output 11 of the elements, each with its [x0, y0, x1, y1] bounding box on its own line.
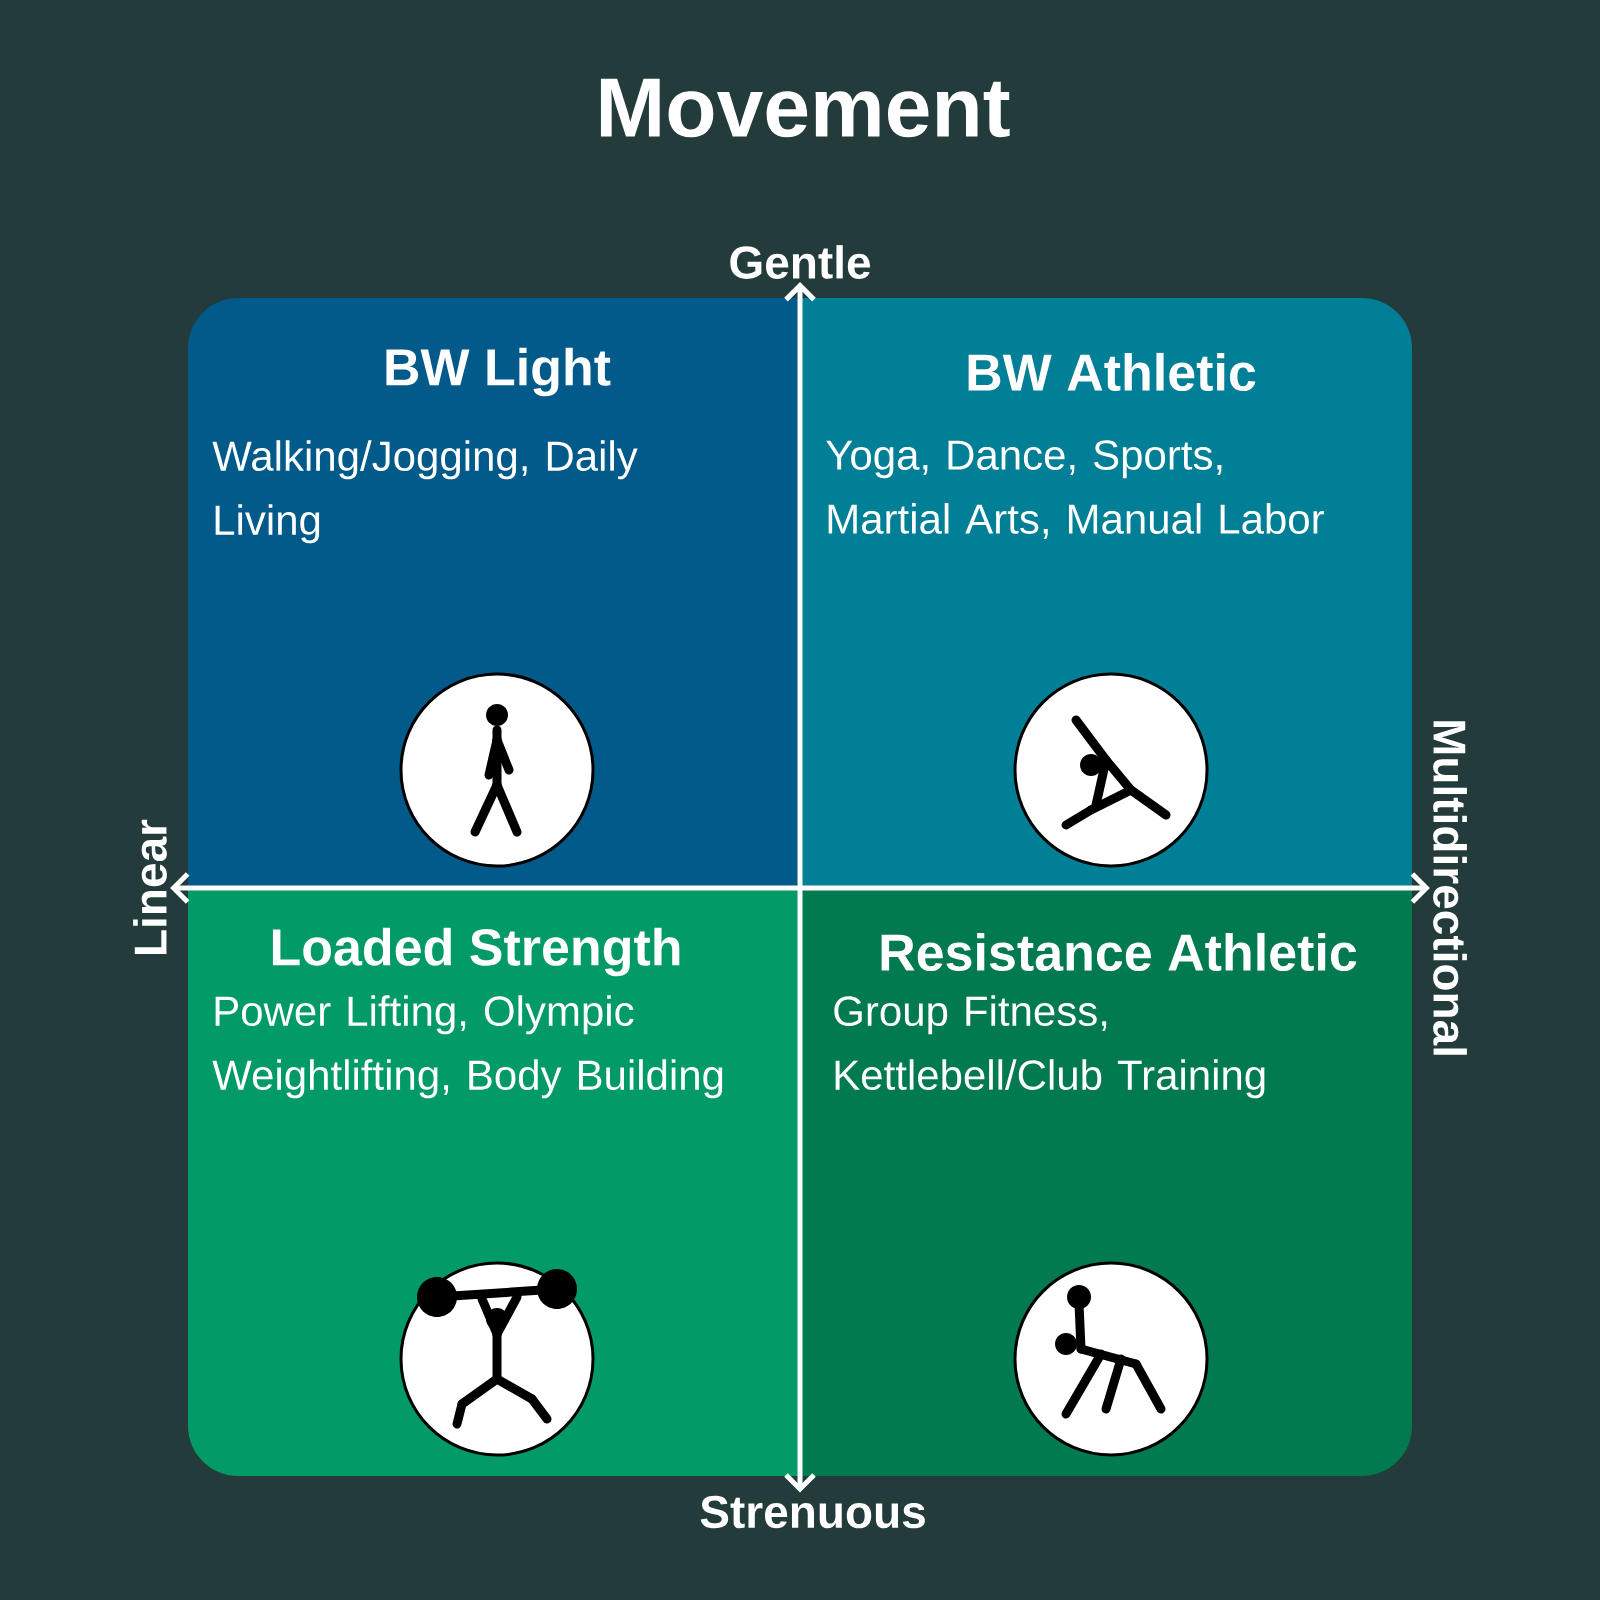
axis-label: Strenuous — [700, 1495, 925, 1529]
axis-arrow — [784, 282, 816, 1493]
axis-label: Multidirectional — [1433, 721, 1467, 1055]
axis-arrow — [170, 872, 1430, 904]
quadrant-panel: Resistance Athletic Group Fitness, Kettlebell/Club Training — [800, 888, 1412, 1476]
quadrant-panel: BW Athletic Yoga, Dance, Sports, Martial Arts, Manual Labor — [800, 298, 1412, 888]
quadrant-panel: Loaded Strength Power Lifting, Olympic Weightlifting, Body Building — [188, 888, 800, 1476]
title: Movement — [600, 78, 1010, 138]
axis-label: Gentle — [730, 245, 871, 279]
axis-label: Linear — [133, 819, 167, 954]
quadrant-panel: BW Light Walking/Jogging, Daily Living — [188, 298, 800, 888]
